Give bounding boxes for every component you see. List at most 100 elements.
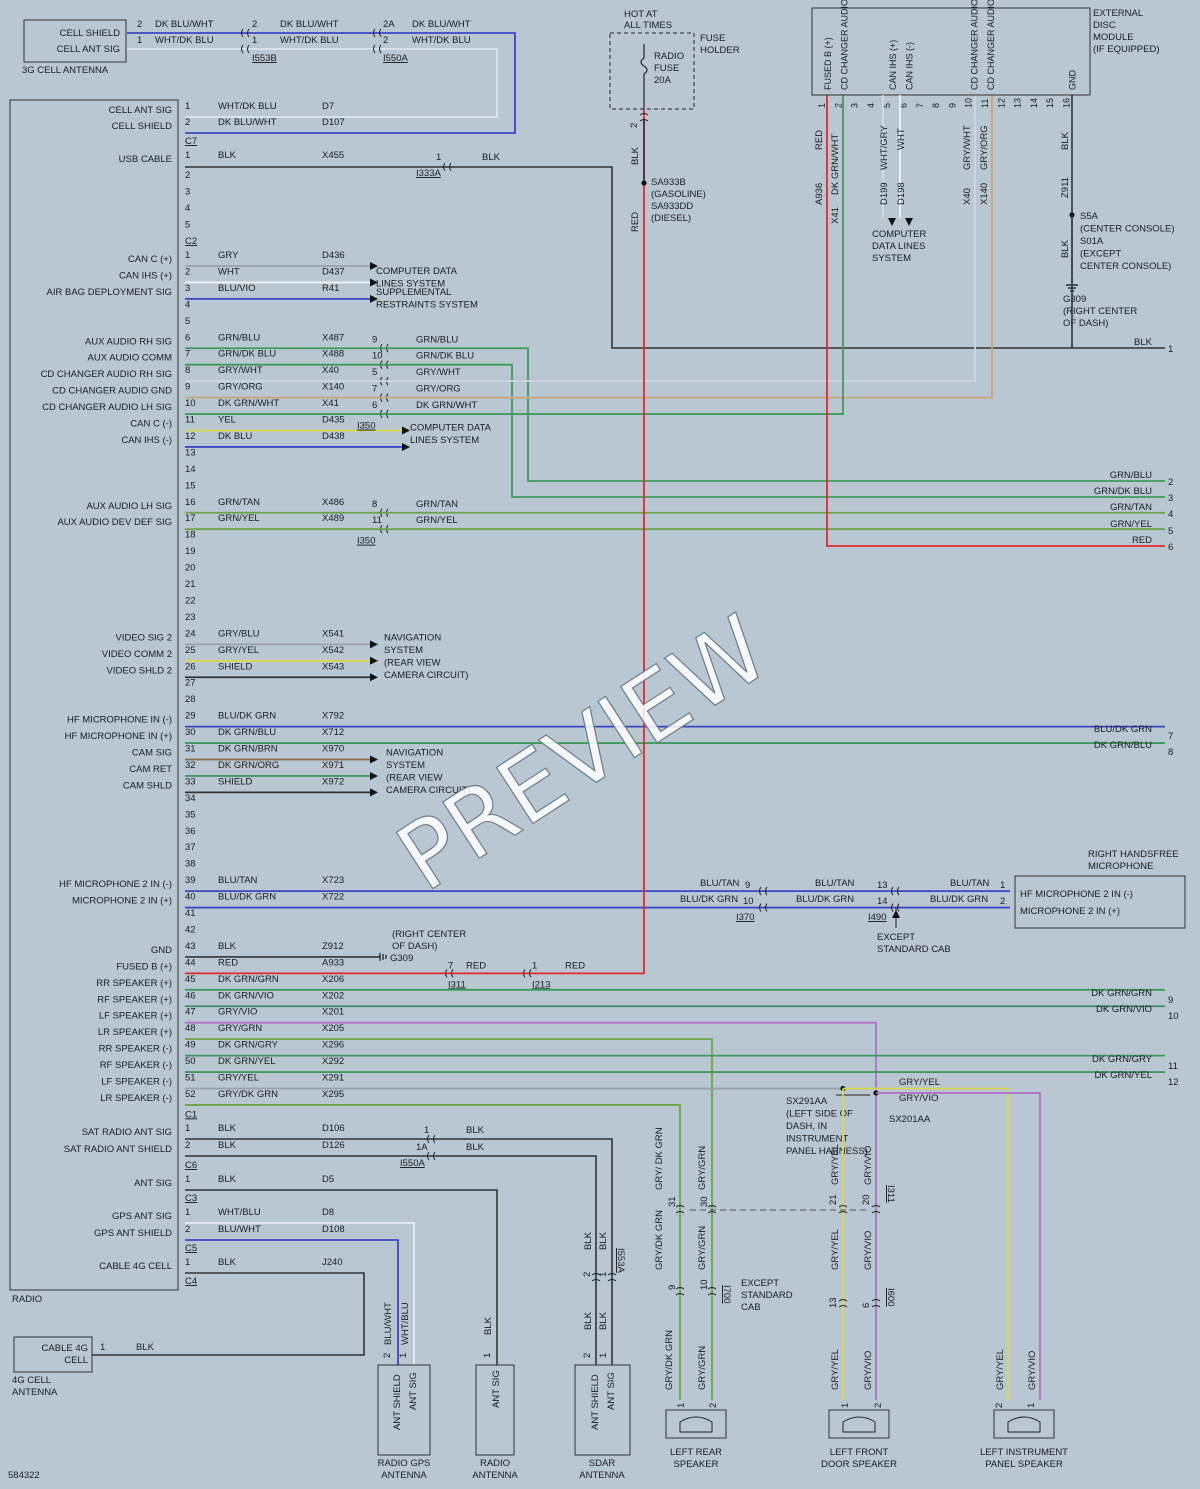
circuit-id: X41 xyxy=(322,398,339,409)
label: BLK xyxy=(598,1231,609,1250)
label: (RIGHT CENTER xyxy=(392,929,466,940)
dest-label: LINES SYSTEM xyxy=(410,435,479,446)
ground-icon xyxy=(379,952,387,961)
label: 20 xyxy=(861,1194,872,1205)
label: X41 xyxy=(830,207,841,224)
splice-dot xyxy=(641,180,647,186)
dest-pin: 12 xyxy=(1168,1077,1179,1088)
label: 2 xyxy=(383,35,388,46)
dest-pin: 1 xyxy=(1168,344,1173,355)
pin-num: 46 xyxy=(185,990,196,1001)
inline-connector xyxy=(675,1205,685,1214)
pin-num: 8 xyxy=(185,365,190,376)
circuit-id: D108 xyxy=(322,1224,345,1235)
label: (GASOLINE) xyxy=(651,189,706,200)
label: 1 xyxy=(424,1125,429,1136)
label: LEFT INSTRUMENT xyxy=(980,1447,1068,1458)
pin-label: ANT SIG xyxy=(134,1178,172,1189)
pin-num: 6 xyxy=(185,332,190,343)
wire-color: GRN/TAN xyxy=(218,497,260,508)
label: 2 xyxy=(1000,896,1005,907)
label: SX291AA xyxy=(786,1096,828,1107)
circuit-id: X40 xyxy=(322,365,339,376)
inline-connector xyxy=(838,1299,848,1308)
arrow-icon xyxy=(402,442,410,451)
label: X40 xyxy=(962,188,973,205)
pin-num: 51 xyxy=(185,1073,196,1084)
pin-label: CD CHANGER AUDIO LH SIG xyxy=(42,402,172,413)
pin-num: 22 xyxy=(185,595,196,606)
label: GRY/YEL xyxy=(830,1144,841,1185)
edm-pin-num: 9 xyxy=(947,103,957,108)
label: BLU/TAN xyxy=(950,878,990,889)
wire-color: SHIELD xyxy=(218,776,252,787)
pin-label: AUX AUDIO DEV DEF SIG xyxy=(57,517,172,528)
label: STANDARD CAB xyxy=(877,944,951,955)
wire-color: GRN/BLU xyxy=(218,332,260,343)
label: HOT AT xyxy=(624,9,658,20)
arrow-icon xyxy=(370,673,378,682)
dest-color: GRN/BLU xyxy=(1110,470,1152,481)
pin-num: 15 xyxy=(185,480,196,491)
circuit-id: X291 xyxy=(322,1073,344,1084)
label: RADIO xyxy=(654,51,684,62)
label: 2A xyxy=(383,19,395,30)
pin-num: 1 xyxy=(185,1257,190,1268)
wire-splice-gv xyxy=(876,1092,1041,1400)
inline-connector xyxy=(639,113,649,122)
wire-color: DK GRN/GRY xyxy=(218,1040,279,1051)
circuit-id: D106 xyxy=(322,1123,345,1134)
arrow-icon xyxy=(370,771,378,780)
circuit-id: X206 xyxy=(322,974,344,985)
label: BLK xyxy=(583,1311,594,1330)
label: EXTERNAL xyxy=(1093,8,1143,19)
label: RED xyxy=(466,960,486,971)
pin-label: MICROPHONE 2 IN (+) xyxy=(72,896,172,907)
pin-label: AUX AUDIO RH SIG xyxy=(85,336,172,347)
label: 1 xyxy=(252,35,257,46)
pin-label: CAN C (-) xyxy=(130,419,172,430)
wire-cell-ant-sig xyxy=(127,48,498,118)
circuit-id: X292 xyxy=(322,1056,344,1067)
edm-pin-label: CD CHANGER AUDIO LH SIG xyxy=(839,0,849,90)
pin-label: LR SPEAKER (+) xyxy=(98,1027,172,1038)
dest-color: DK GRN/GRN xyxy=(1091,988,1152,999)
pin-num: 1 xyxy=(185,1123,190,1134)
pin-label: RR SPEAKER (-) xyxy=(99,1044,172,1055)
wire-color: GRN/YEL xyxy=(218,513,260,524)
arrow-icon xyxy=(370,294,378,303)
label: GRY/VIO xyxy=(899,1093,938,1104)
wire-color: RED xyxy=(218,957,238,968)
pin-num: 20 xyxy=(185,563,196,574)
label: DK BLU/WHT xyxy=(412,19,471,30)
wire-color: GRY xyxy=(218,250,239,261)
label: GRY/GRN xyxy=(697,1226,708,1270)
left-inst-speaker-box xyxy=(993,1409,1055,1439)
label: GRY/YEL xyxy=(830,1229,841,1270)
dest-color: GRN/TAN xyxy=(1110,502,1152,513)
pin-num: 1 xyxy=(185,1174,190,1185)
pin-num: 2 xyxy=(185,170,190,181)
cell3g-box xyxy=(23,19,127,63)
gps-antenna-box xyxy=(377,1364,431,1456)
circuit-id: A933 xyxy=(322,957,344,968)
label: BLU/TAN xyxy=(700,878,740,889)
left-rear-speaker-box xyxy=(665,1409,727,1439)
label: 1 xyxy=(436,152,441,163)
label: GRY/YEL xyxy=(830,1349,841,1390)
wire-usb xyxy=(185,166,1165,349)
label: CAB xyxy=(741,1302,761,1313)
pin-label: VIDEO COMM 2 xyxy=(102,649,172,660)
circuit-id: X541 xyxy=(322,628,344,639)
label: 2 xyxy=(873,1403,884,1408)
wire-color: BLU/DK GRN xyxy=(218,892,276,903)
wire-color: DK BLU/WHT xyxy=(218,117,277,128)
dest-color: GRN/YEL xyxy=(1110,519,1152,530)
circuit-id: X488 xyxy=(322,349,344,360)
label: (EXCEPT xyxy=(1080,249,1121,260)
wire-color: WHT xyxy=(218,266,240,277)
wire-sat-sig xyxy=(185,1138,613,1365)
pin-num: 18 xyxy=(185,530,196,541)
connector-name: C4 xyxy=(185,1276,197,1287)
